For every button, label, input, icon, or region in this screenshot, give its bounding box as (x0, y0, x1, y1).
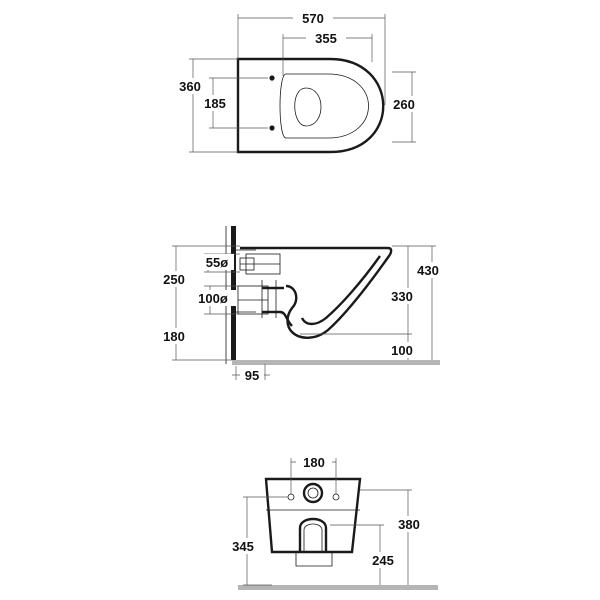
front-view-hole-right (332, 493, 340, 501)
top-view: 570 355 360 185 260 (174, 10, 430, 154)
dim-front-base-height: 345 (232, 539, 254, 554)
dim-top-bolt-span: 355 (315, 31, 337, 46)
dim-side-outlet-diameter: 100ø (198, 291, 228, 306)
top-view-outline (236, 57, 385, 154)
side-view: 55ø 250 100ø 180 430 330 100 95 (158, 226, 448, 383)
dim-side-outlet-height: 180 (163, 329, 185, 344)
side-view-floor (232, 360, 440, 365)
dim-top-inner-width: 260 (393, 97, 415, 112)
front-view-bowl-opening (298, 517, 328, 552)
dim-top-bolt-spacing: 185 (204, 96, 226, 111)
dim-side-wall-offset: 95 (245, 368, 259, 383)
front-view-body (264, 477, 362, 554)
dim-front-total-height: 380 (398, 517, 420, 532)
dim-side-rim-height: 330 (391, 289, 413, 304)
top-view-bolt-hole-upper (269, 75, 275, 81)
side-view-outlet-pipe (262, 286, 293, 327)
dim-side-floor-gap: 100 (391, 343, 413, 358)
side-view-inner-bowl (300, 255, 381, 326)
top-view-inner-bowl (294, 87, 322, 127)
front-view: 180 345 380 245 (226, 454, 438, 590)
top-view-inner-opening (279, 73, 369, 139)
dim-side-inlet-diameter: 55ø (206, 255, 228, 270)
dim-side-inlet-height: 250 (163, 272, 185, 287)
front-view-floor (238, 585, 438, 590)
front-view-pipe-connection (302, 482, 324, 504)
top-view-bolt-hole-lower (269, 125, 275, 131)
side-view-bowl (240, 246, 393, 339)
front-view-hole-left (287, 493, 295, 501)
dim-front-hole-spacing: 180 (303, 455, 325, 470)
dim-top-outer-width: 360 (179, 79, 201, 94)
dim-front-outlet-height: 245 (372, 553, 394, 568)
dim-top-length: 570 (302, 11, 324, 26)
dim-side-total-height: 430 (417, 263, 439, 278)
